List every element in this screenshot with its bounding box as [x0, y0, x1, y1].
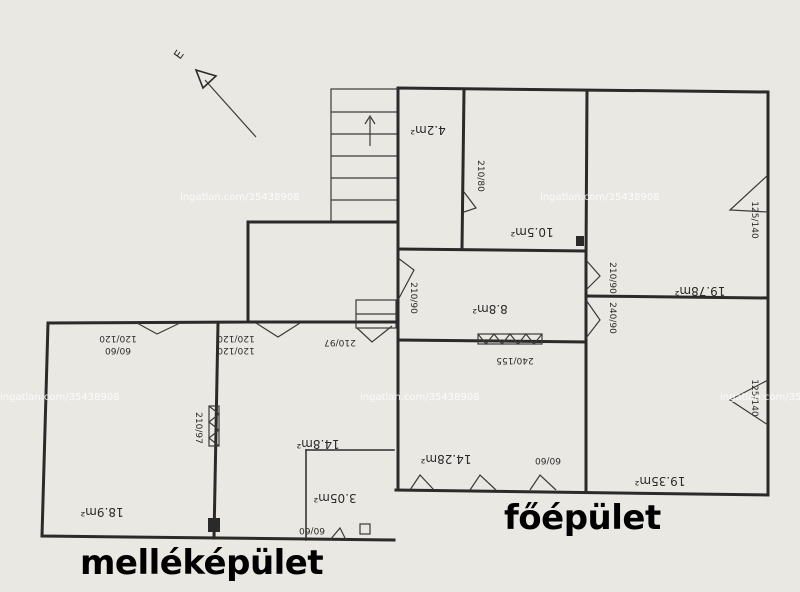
room-area-4-2: 4.2m²	[410, 123, 446, 137]
watermark: ingatlan.com/35438908	[360, 392, 480, 403]
door-dim: 60/60	[535, 455, 561, 465]
main-building-label: főépület	[504, 498, 661, 538]
room-area-14-28: 14.28m²	[420, 452, 471, 466]
north-arrow-icon: E	[171, 47, 257, 138]
room-area-18-9: 18.9m²	[80, 505, 123, 519]
door-dim: 210/90	[607, 262, 617, 294]
room-area-19-35: 19.35m²	[634, 474, 685, 488]
door-dim: 240/155	[496, 355, 533, 365]
door-dim: 125/140	[749, 201, 759, 239]
room-area-8-8: 8.8m²	[472, 302, 508, 316]
door-dim: 60/60	[299, 525, 325, 535]
openings	[136, 174, 769, 541]
watermark: ingatlan.com/35438908	[180, 192, 300, 203]
door-dim: 210/97	[324, 337, 356, 347]
annex-walls	[40, 220, 400, 542]
watermark: ingatlan.com/35438908	[0, 392, 120, 403]
door-dim: 240/90	[607, 302, 617, 334]
room-area-10-5: 10.5m²	[510, 225, 553, 239]
door-dim: 120/120	[217, 333, 255, 343]
staircase	[330, 88, 399, 329]
room-area-14-8: 14.8m²	[296, 437, 339, 451]
compass-letter: E	[171, 47, 187, 61]
door-dim: 60/60	[105, 345, 131, 355]
watermark: ingatlan.com/35438908	[540, 192, 660, 203]
annex-label: melléképület	[80, 543, 324, 583]
door-dim: 210/97	[193, 412, 203, 444]
door-dim: 120/120	[99, 333, 137, 343]
room-area-19-78: 19.78m²	[674, 284, 725, 298]
door-dim: 210/90	[408, 282, 418, 314]
door-dim: 125/140	[749, 379, 759, 417]
door-dim: 210/80	[475, 160, 485, 192]
watermark: ingatlan.com/35438908	[720, 392, 800, 403]
main-building-walls	[394, 86, 770, 497]
room-area-3-05: 3.05m²	[313, 491, 356, 505]
door-dim: 120/120	[217, 345, 255, 355]
